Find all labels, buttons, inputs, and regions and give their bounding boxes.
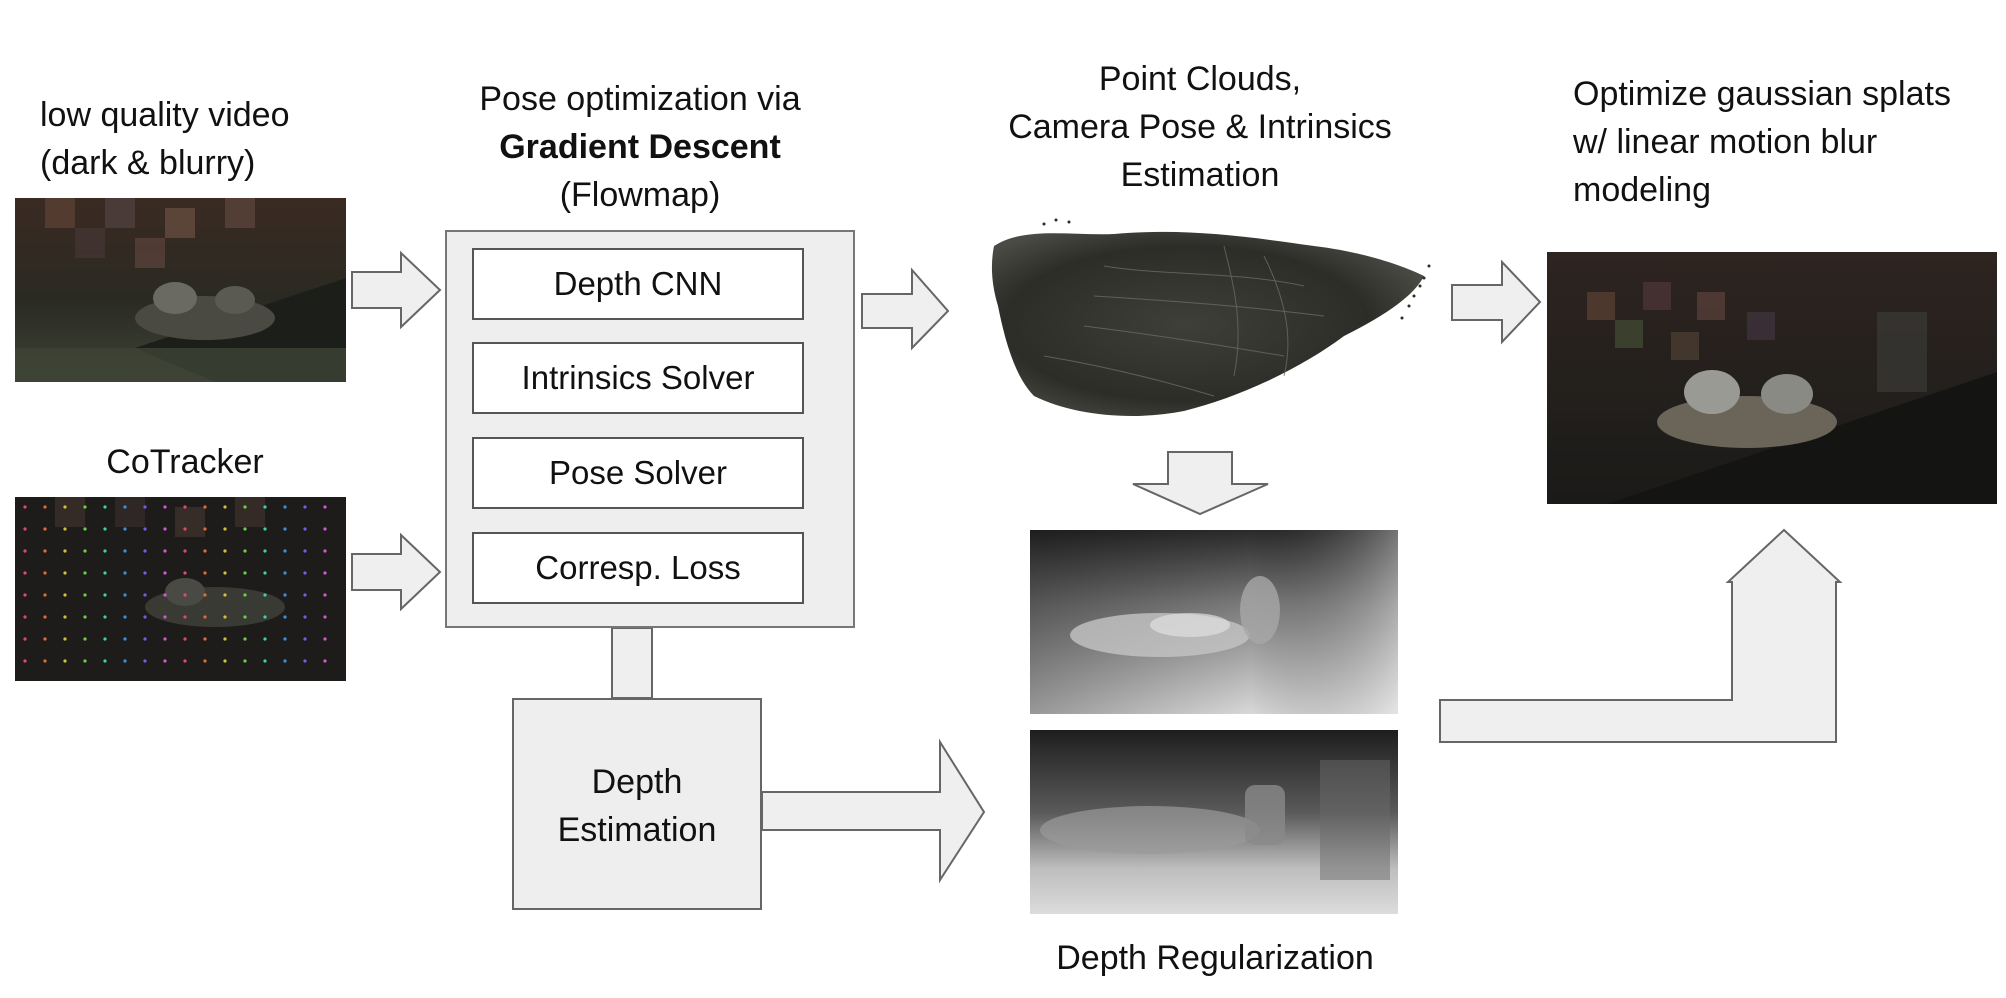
- pointcloud-to-depthmap-arrow: [1132, 451, 1269, 516]
- pose-to-depth-connector: [611, 627, 653, 699]
- regularization-to-gaussian-arrow: [1439, 528, 1843, 743]
- video-title-line1: low quality video: [40, 96, 290, 134]
- pose-opt-title-line2: Gradient Descent: [499, 128, 781, 166]
- gaussian-title-line3: modeling: [1573, 171, 1711, 209]
- gaussian-title-line2: w/ linear motion blur: [1573, 123, 1878, 161]
- video-title-line2: (dark & blurry): [40, 144, 256, 182]
- cotracker-title: CoTracker: [106, 443, 264, 481]
- depth-map-bottom: [1030, 730, 1398, 914]
- depth-estimation-line2: Estimation: [557, 811, 717, 849]
- point-clouds-title-line1: Point Clouds,: [1098, 60, 1302, 98]
- gaussian-title-line1: Optimize gaussian splats: [1573, 75, 1951, 113]
- low-quality-video-thumbnail: [15, 198, 346, 382]
- pose-to-pointcloud-arrow: [861, 267, 950, 351]
- depthest-to-depthmap-arrow: [761, 738, 986, 884]
- intrinsics-solver-box: Intrinsics Solver: [472, 342, 804, 414]
- cotracker-thumbnail: [15, 497, 346, 681]
- corresp-loss-box: Corresp. Loss: [472, 532, 804, 604]
- pose-solver-box: Pose Solver: [472, 437, 804, 509]
- depth-estimation-box: [512, 698, 762, 910]
- corresp-loss-label: Corresp. Loss: [535, 549, 741, 586]
- depth-cnn-box: Depth CNN: [472, 248, 804, 320]
- point-clouds-title-line3: Estimation: [1120, 156, 1280, 194]
- depth-regularization-label: Depth Regularization: [1056, 939, 1374, 977]
- depth-estimation-line1: Depth: [591, 763, 683, 801]
- depth-cnn-label: Depth CNN: [553, 265, 723, 302]
- point-clouds-title-line2: Camera Pose & Intrinsics: [1008, 108, 1392, 146]
- point-cloud-image: [984, 206, 1440, 428]
- depth-map-top: [1030, 530, 1398, 714]
- intrinsics-solver-label: Intrinsics Solver: [521, 359, 755, 396]
- video-to-pose-arrow: [351, 250, 442, 330]
- pointcloud-to-gaussian-arrow: [1451, 259, 1542, 345]
- pose-solver-label: Pose Solver: [549, 454, 727, 491]
- pose-opt-title-line1: Pose optimization via: [479, 80, 801, 118]
- cotracker-to-pose-arrow: [351, 532, 442, 612]
- pose-opt-title-line3: (Flowmap): [559, 176, 721, 214]
- gaussian-splat-output-image: [1547, 252, 1997, 504]
